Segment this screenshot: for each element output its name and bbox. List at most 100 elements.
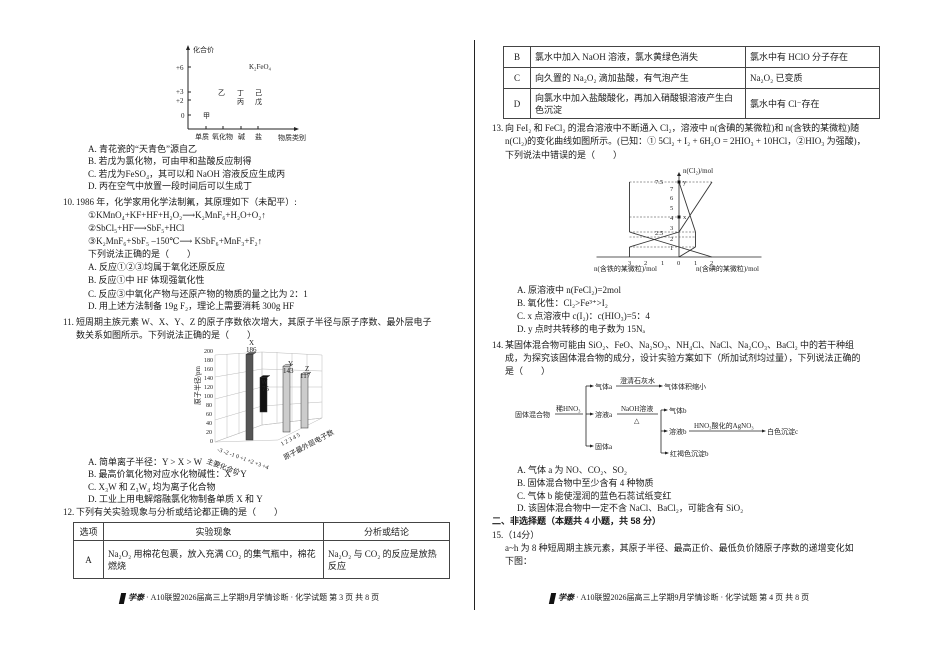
q10-stem: 1986 年，化学家用化学法制氟，其原理如下（未配平）: bbox=[76, 197, 297, 207]
flow-gas-shrink: 气体体积缩小 bbox=[664, 382, 706, 391]
point-ji: 己 bbox=[255, 89, 262, 97]
ytick: 3 bbox=[670, 225, 673, 232]
ztick: 120 bbox=[204, 385, 213, 391]
row-d-phenomenon: 向氯水中加入盐酸酸化，再加入硝酸银溶液产生白色沉淀 bbox=[530, 88, 746, 119]
q13-option-a: A. 原溶液中 n(FeCl₂)=2mol bbox=[517, 285, 621, 295]
q10-eq3: ③K₂MnF₆+SbF₅ ⎯150℃⟶ KSbF₆+MnF₃+F₂↑ bbox=[88, 236, 263, 246]
q12-number: 12. bbox=[63, 507, 75, 517]
flow-sol-a: 溶液a bbox=[595, 410, 613, 419]
q15-number: 15.（14分） bbox=[492, 530, 540, 540]
footer-page3: 学泰 · A10联盟2026届高三上学期9月学情诊断 · 化学试题 第 3 页 … bbox=[118, 592, 380, 604]
xcat: 氧化物 bbox=[212, 132, 233, 141]
ytick: +6 bbox=[176, 64, 184, 72]
flow-limewater: 澄清石灰水 bbox=[620, 376, 655, 385]
bar-top-w bbox=[259, 375, 271, 378]
xtick-right: 1 bbox=[694, 260, 697, 267]
bar-value-y: 143 bbox=[283, 367, 294, 375]
x-axis-label: 物质类别 bbox=[278, 133, 306, 142]
ytick: 5 bbox=[670, 205, 673, 212]
flow-white-c: 白色沉淀c bbox=[767, 427, 798, 436]
q13-stem: 向 FeI₂ 和 FeCl₂ 的混合溶液中不断通入 Cl₂，溶液中 n(含碘的某… bbox=[505, 123, 860, 133]
q14-number: 14. bbox=[492, 340, 504, 350]
q11-stem-2: 数关系如图所示。下列说法正确的是（ ） bbox=[76, 330, 257, 340]
q9-option-c: C. 若戊为FeSO₄，其可以和 NaOH 溶液反应生成丙 bbox=[88, 169, 286, 179]
q13-option-d: D. y 点时共转移的电子数为 15Nₐ bbox=[517, 324, 645, 334]
logo-icon bbox=[548, 592, 557, 604]
point-y-label: y bbox=[683, 179, 687, 186]
bar-top-z bbox=[300, 371, 312, 375]
q14-stem-3: 是（ ） bbox=[505, 366, 551, 376]
q13-option-b: B. 氧化性：Cl₂>Fe³⁺>I₂ bbox=[517, 298, 608, 308]
flow-red-b: 红褐色沉淀b bbox=[670, 449, 709, 458]
row-a-option: A bbox=[73, 540, 104, 579]
ztick: 200 bbox=[204, 349, 213, 355]
q11-option-a: A. 简单离子半径：Y > X > W bbox=[88, 457, 203, 467]
flow-start: 固体混合物 bbox=[515, 410, 550, 419]
q13-chlorine-chart: n(Cl₂)/mol n(含铁的某微粒)/mol n(含碘的某微粒)/mol 1… bbox=[594, 167, 762, 273]
q14-option-c: C. 气体 b 能使湿润的蓝色石蕊试纸变红 bbox=[517, 491, 672, 501]
flow-agno3: HNO₃酸化的AgNO₃ bbox=[694, 421, 754, 430]
bar-top-y bbox=[282, 364, 294, 367]
flow-sol-b: 溶液b bbox=[669, 427, 687, 436]
row-a-phenomenon: Na₂O₂ 用棉花包裹，放入充满 CO₂ 的集气瓶中，棉花燃烧 bbox=[103, 540, 324, 579]
logo-text: 学泰 bbox=[558, 593, 574, 602]
header-conclusion: 分析或结论 bbox=[323, 522, 450, 541]
q11-option-c: C. X₃W 和 Z₃W₄ 均为离子化合物 bbox=[88, 482, 216, 492]
q9-option-d: D. 丙在空气中放置一段时间后可以生成丁 bbox=[88, 181, 253, 191]
ytick: 6 bbox=[670, 195, 674, 202]
ztick: 20 bbox=[206, 430, 212, 436]
curve-segment bbox=[629, 231, 680, 248]
q10-eq2: ②SbCl₅+HF⟶SbF₅+HCl bbox=[88, 223, 185, 233]
footer-text: · A10联盟2026届高三上学期9月学情诊断 · 化学试题 第 3 页 共 8… bbox=[146, 593, 380, 602]
xtick-left: 3 bbox=[628, 260, 631, 267]
curve-segment bbox=[678, 181, 713, 233]
xtick-left: 1 bbox=[661, 260, 664, 267]
curve-segment bbox=[678, 246, 696, 258]
ztick: 40 bbox=[206, 421, 212, 427]
ztick: 180 bbox=[204, 358, 213, 364]
ytick: 0 bbox=[181, 112, 185, 120]
ztick: 80 bbox=[206, 403, 212, 409]
point-x bbox=[677, 215, 681, 219]
q9-option-b: B. 若戊为氯化物，可由甲和盐酸反应制得 bbox=[88, 156, 252, 166]
q11-option-d: D. 工业上用电解熔融氯化物制备单质 X 和 Y bbox=[88, 494, 263, 504]
point-jia: 甲 bbox=[203, 112, 210, 120]
ytick: 4 bbox=[670, 215, 674, 222]
ytick: 7 bbox=[670, 186, 674, 193]
q9-option-a: A. 青花瓷的“天青色”源自乙 bbox=[88, 144, 197, 154]
page-divider bbox=[474, 40, 475, 610]
row-d-option: D bbox=[503, 88, 531, 119]
xcat: 盐 bbox=[255, 132, 262, 141]
x-axis-label-right: n(含碘的某微粒)/mol bbox=[696, 264, 759, 273]
bar-value-z: 117 bbox=[300, 372, 311, 380]
bar-label-y: Y bbox=[288, 360, 293, 368]
q12-stem: 下列有关实验现象与分析或结论都正确的是（ ） bbox=[76, 507, 284, 517]
point-bing: 丙 bbox=[237, 98, 244, 106]
xcat: 单质 bbox=[195, 132, 209, 141]
q10-option-a: A. 反应①②③均属于氧化还原反应 bbox=[88, 262, 226, 272]
point-x-label: x bbox=[683, 214, 687, 221]
flow-solid-a: 固体a bbox=[595, 442, 613, 451]
q14-option-a: A. 气体 a 为 NO、CO₂、SO₂ bbox=[517, 465, 628, 475]
q10-ask: 下列说法正确的是（ ） bbox=[88, 249, 197, 259]
point-yi: 乙 bbox=[218, 89, 225, 97]
flow-heat: △ bbox=[634, 417, 640, 425]
xtick-right: 2 bbox=[710, 260, 713, 267]
bar-label-w: W bbox=[261, 378, 268, 386]
logo-text: 学泰 bbox=[128, 593, 144, 602]
bar-value-x: 186 bbox=[246, 346, 257, 354]
footer-page4: 学泰 · A10联盟2026届高三上学期9月学情诊断 · 化学试题 第 4 页 … bbox=[548, 592, 809, 604]
ytick: 1 bbox=[670, 245, 673, 252]
ytick: +2 bbox=[176, 97, 184, 105]
ztick: 100 bbox=[204, 394, 213, 400]
q10-number: 10. bbox=[63, 197, 75, 207]
q10-option-c: C. 反应③中氧化产物与还原产物的物质的量之比为 2：1 bbox=[88, 289, 308, 299]
point-k2feo4: K₂FeO₄ bbox=[249, 63, 272, 71]
q14-option-d: D. 该固体混合物中一定不含 NaCl、BaCl₂，可能含有 SiO₂ bbox=[517, 503, 744, 513]
curve-segment bbox=[678, 246, 713, 258]
row-a-conclusion: Na₂O₂ 与 CO₂ 的反应是放热反应 bbox=[323, 540, 450, 579]
header-option: 选项 bbox=[73, 522, 104, 541]
valence-diagram: 化合价 +6 +3 +2 0 单质 氧化物 碱 盐 物质类别 K₂FeO₄ 乙 … bbox=[176, 45, 306, 142]
xtick-left: 0 bbox=[677, 260, 680, 267]
